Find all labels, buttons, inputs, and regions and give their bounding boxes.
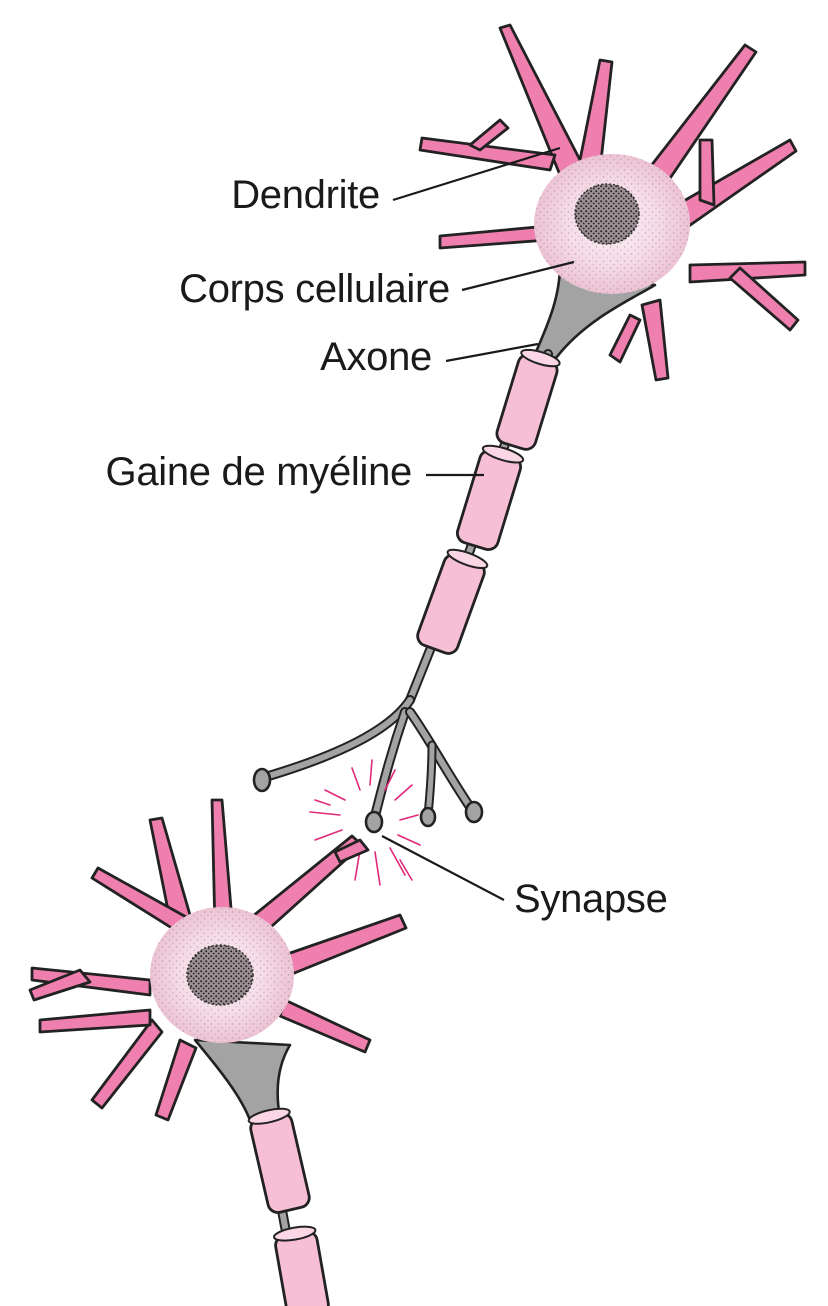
axon-terminals: [254, 700, 482, 832]
upper-neuron: [420, 25, 805, 380]
lower-neuron: [30, 800, 406, 1120]
label-synapse: Synapse: [514, 877, 668, 921]
myelin-segment: [249, 1112, 312, 1215]
myelin-sheath: [415, 346, 561, 656]
label-cell-body: Corps cellulaire: [179, 267, 450, 311]
label-axon: Axone: [320, 335, 432, 379]
myelin-segment: [494, 352, 559, 452]
label-dendrite: Dendrite: [231, 173, 380, 217]
label-myelin: Gaine de myéline: [106, 450, 413, 494]
myelin-segment: [455, 448, 523, 552]
lower-axon: [247, 1106, 330, 1306]
